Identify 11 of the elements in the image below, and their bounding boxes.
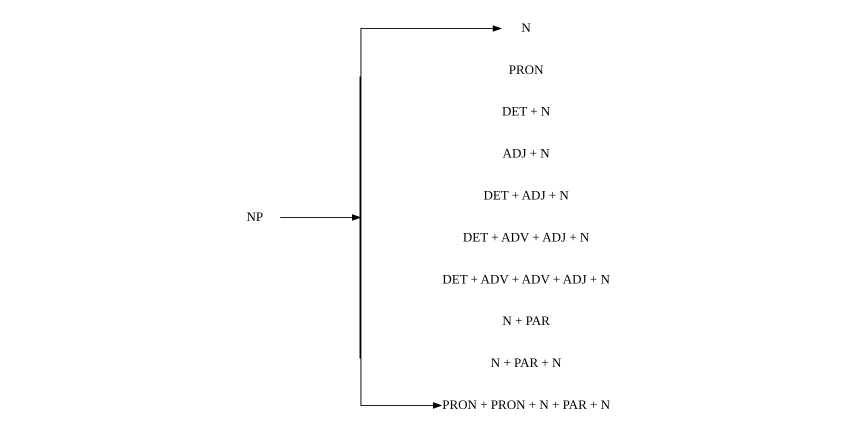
label: PRON bbox=[508, 62, 544, 77]
node-text: N bbox=[521, 20, 531, 35]
label: N + PAR + N bbox=[490, 355, 562, 370]
label: DET + N bbox=[502, 104, 550, 119]
label: DET + ADV + ADJ + N bbox=[462, 229, 590, 244]
node-text: PRON + PRON + N + PAR + N bbox=[442, 396, 610, 412]
node-text: NP bbox=[246, 208, 264, 224]
label: DET + ADJ + N bbox=[483, 188, 569, 203]
label: N + PAR bbox=[502, 313, 550, 328]
label: DET + ADV + ADV + ADJ + N bbox=[442, 271, 610, 286]
label: ADJ + N bbox=[502, 146, 550, 161]
